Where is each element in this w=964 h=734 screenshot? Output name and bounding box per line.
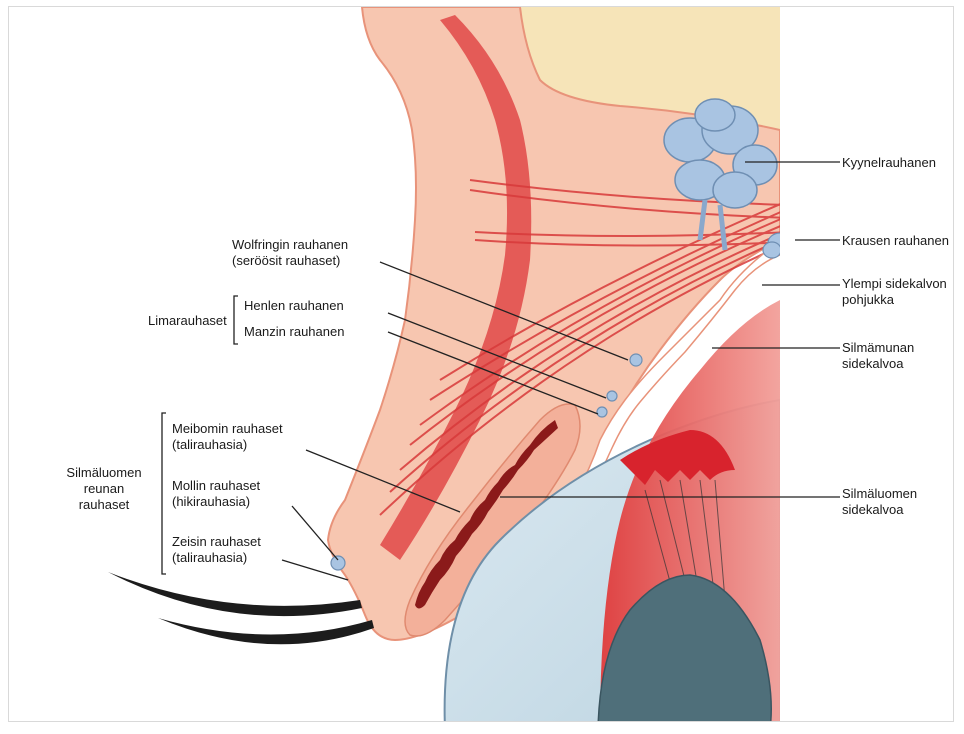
label-wolfringin-rauhanen: Wolfringin rauhanen(seröösit rauhaset)	[232, 237, 348, 269]
eyelashes	[108, 572, 374, 644]
label-limarauhaset: Limarauhaset	[148, 313, 227, 329]
label-meibomin-rauhaset: Meibomin rauhaset(talirauhasia)	[172, 421, 283, 453]
label-zeisin-rauhaset: Zeisin rauhaset(talirauhasia)	[172, 534, 261, 566]
label-manzin-rauhanen: Manzin rauhanen	[244, 324, 344, 340]
label-kyynelrauhanen: Kyynelrauhanen	[842, 155, 936, 171]
label-mollin-rauhaset: Mollin rauhaset(hikirauhasia)	[172, 478, 260, 510]
label-henlen-rauhanen: Henlen rauhanen	[244, 298, 344, 314]
label-krausen-rauhanen: Krausen rauhanen	[842, 233, 949, 249]
